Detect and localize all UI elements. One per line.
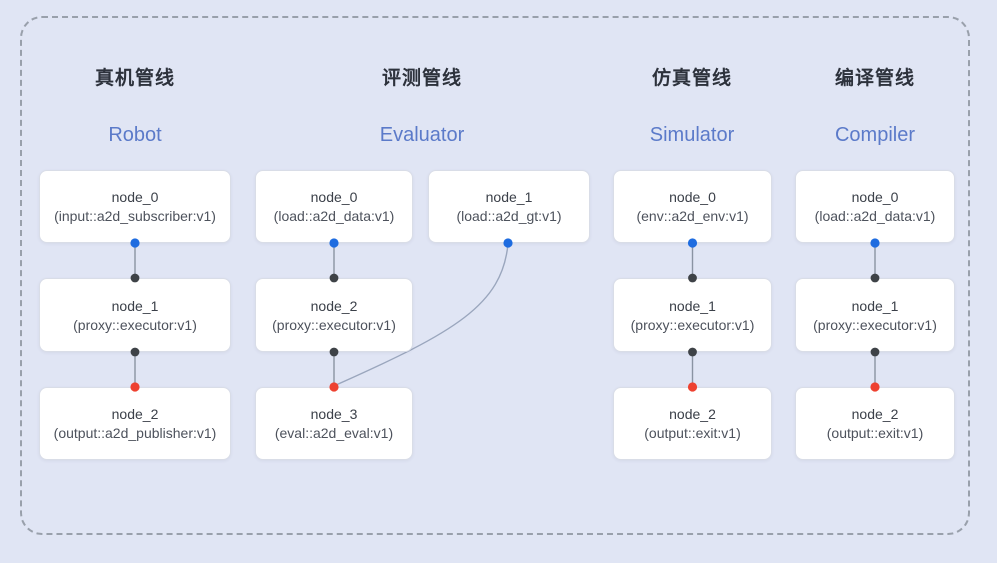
pipeline-title-zh-simulator: 仿真管线 [651, 68, 732, 89]
node-box-simulator-node0: node_0 (env::a2d_env:v1) [613, 170, 772, 243]
node-type: (load::a2d_data:v1) [814, 208, 936, 224]
dashed-frame [20, 16, 970, 535]
node-type: (output::exit:v1) [644, 425, 741, 441]
node-name: node_0 [310, 189, 358, 205]
node-name: node_2 [111, 406, 159, 422]
node-name: node_2 [310, 297, 358, 314]
pipeline-title-zh-compiler: 编译管线 [834, 68, 915, 89]
node-name: node_3 [310, 406, 358, 422]
node-type: (eval::a2d_eval:v1) [274, 425, 394, 441]
node-type: (proxy::executor:v1) [272, 316, 396, 333]
pipeline-title-en-simulator: Simulator [649, 124, 735, 146]
node-type: (input::a2d_subscriber:v1) [54, 208, 216, 224]
node-type: (proxy::executor:v1) [73, 316, 197, 333]
node-name: node_1 [111, 297, 159, 314]
node-box-evaluator-node1: node_1 (load::a2d_gt:v1) [428, 170, 590, 243]
node-type: (env::a2d_env:v1) [636, 208, 749, 224]
node-name: node_1 [851, 297, 899, 314]
node-type: (load::a2d_data:v1) [273, 208, 395, 224]
node-name: node_1 [669, 297, 716, 314]
pipeline-title-en-compiler: Compiler [834, 124, 916, 146]
node-box-compiler-node1: node_1 (proxy::executor:v1) [795, 278, 955, 352]
node-type: (output::exit:v1) [826, 425, 924, 441]
node-box-compiler-node0: node_0 (load::a2d_data:v1) [795, 170, 955, 243]
node-type: (proxy::executor:v1) [630, 316, 755, 333]
node-name: node_0 [851, 189, 899, 205]
node-box-simulator-node2: node_2 (output::exit:v1) [613, 387, 772, 460]
node-box-evaluator-node0: node_0 (load::a2d_data:v1) [255, 170, 413, 243]
node-box-robot-node2: node_2 (output::a2d_publisher:v1) [39, 387, 231, 460]
node-name: node_2 [851, 406, 899, 422]
node-box-robot-node0: node_0 (input::a2d_subscriber:v1) [39, 170, 231, 243]
node-name: node_2 [669, 406, 716, 422]
node-type: (proxy::executor:v1) [813, 316, 937, 333]
node-box-robot-node1: node_1 (proxy::executor:v1) [39, 278, 231, 352]
node-type: (output::a2d_publisher:v1) [53, 425, 217, 441]
pipeline-title-en-robot: Robot [108, 124, 162, 146]
node-box-simulator-node1: node_1 (proxy::executor:v1) [613, 278, 772, 352]
pipeline-title-zh-robot: 真机管线 [94, 68, 175, 89]
node-name: node_0 [669, 189, 716, 205]
node-box-compiler-node2: node_2 (output::exit:v1) [795, 387, 955, 460]
pipeline-title-zh-evaluator: 评测管线 [381, 68, 462, 89]
node-box-evaluator-node3: node_3 (eval::a2d_eval:v1) [255, 387, 413, 460]
node-name: node_0 [111, 189, 159, 205]
node-name: node_1 [485, 189, 533, 205]
node-box-evaluator-node2: node_2 (proxy::executor:v1) [255, 278, 413, 352]
pipeline-title-en-evaluator: Evaluator [379, 124, 465, 146]
node-type: (load::a2d_gt:v1) [456, 208, 562, 224]
